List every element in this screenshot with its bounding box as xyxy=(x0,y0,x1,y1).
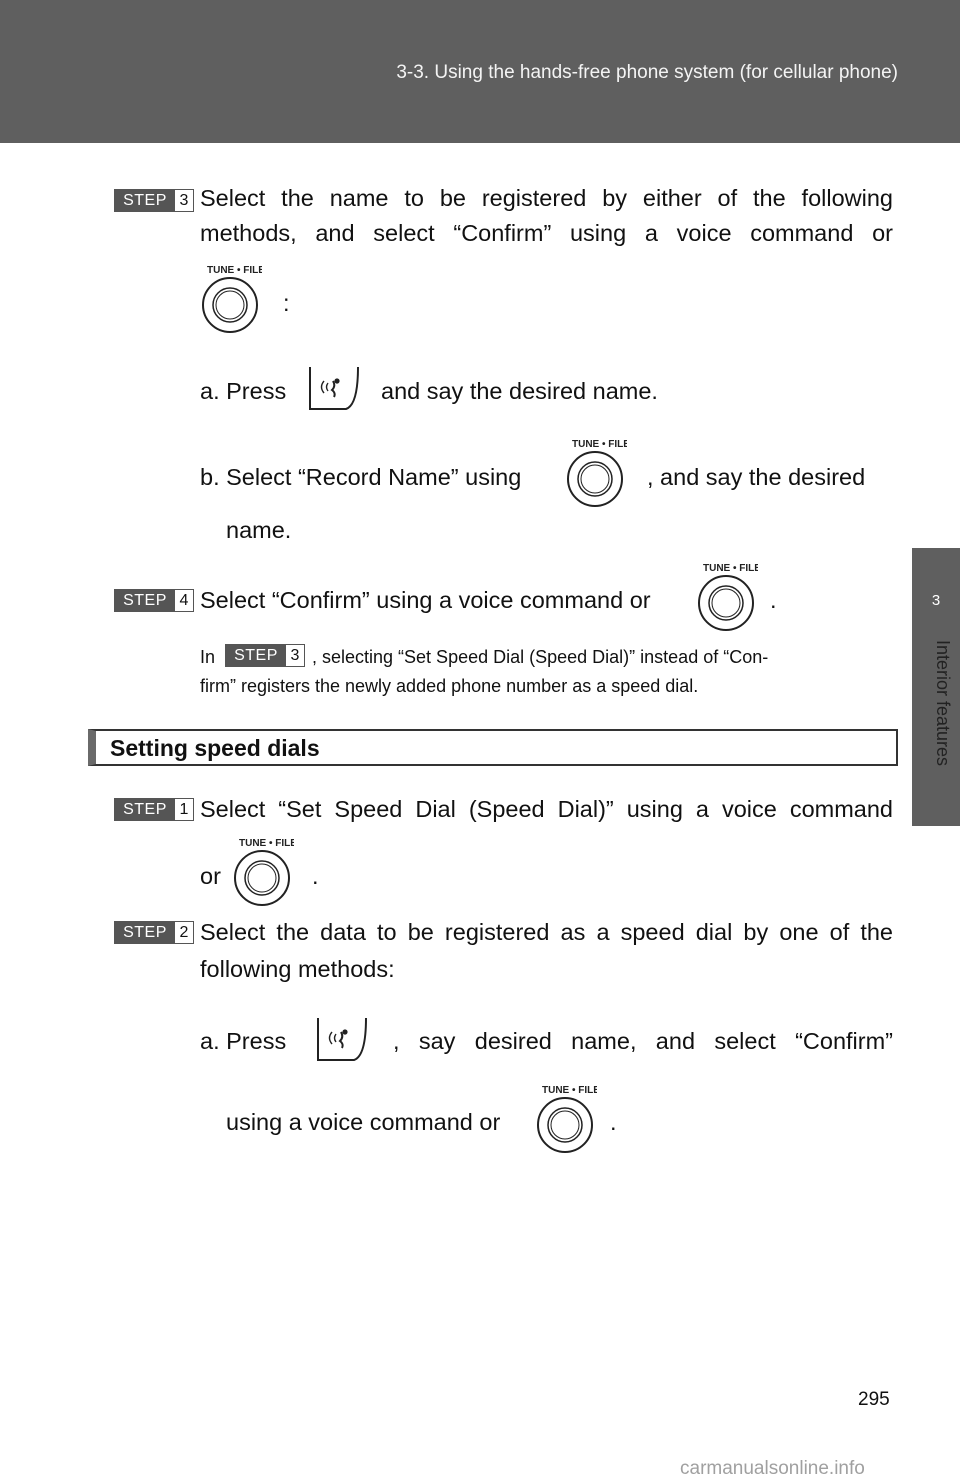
side-chapter-number: 3 xyxy=(931,592,941,609)
step-badge: STEP 2 xyxy=(114,921,194,944)
step-badge-number: 1 xyxy=(175,799,193,820)
side-chapter-tab xyxy=(912,548,960,826)
step-badge: STEP 4 xyxy=(114,589,194,612)
note-prefix: In xyxy=(200,647,216,667)
section-step1-line1: Select “Set Speed Dial (Speed Dial)” usi… xyxy=(200,796,893,822)
step-badge-label: STEP xyxy=(234,647,278,664)
option-a-prefix: a. Press xyxy=(200,378,287,404)
step-badge-number: 4 xyxy=(175,590,193,611)
page-number: 295 xyxy=(858,1389,890,1410)
step4-period: . xyxy=(770,587,777,613)
watermark-text: carmanualsonline.info xyxy=(680,1458,865,1479)
step-badge-label: STEP xyxy=(123,592,167,609)
option-b-suffix: , and say the desired xyxy=(647,464,866,490)
dial-label: TUNE • FILE xyxy=(542,1085,597,1096)
tune-file-knob-icon: TUNE • FILE xyxy=(696,561,758,633)
step-badge: STEP 3 xyxy=(114,189,194,212)
dial-label: TUNE • FILE xyxy=(703,563,758,574)
chapter-title: 3-3. Using the hands-free phone system (… xyxy=(396,62,898,83)
step3-colon: : xyxy=(283,290,290,316)
section-option-a-suffix: , say desired name, and select “Confirm” xyxy=(393,1028,893,1054)
section-step2-line2: following methods: xyxy=(200,956,395,982)
option-b-prefix: b. Select “Record Name” using xyxy=(200,464,522,490)
tune-file-knob-icon: TUNE • FILE xyxy=(200,263,262,335)
step-badge-number: 3 xyxy=(286,645,304,666)
note-line1: , selecting “Set Speed Dial (Speed Dial)… xyxy=(312,647,769,667)
dial-label: TUNE • FILE xyxy=(239,838,294,849)
page-header: 3-3. Using the hands-free phone system (… xyxy=(0,0,960,143)
tune-file-knob-icon: TUNE • FILE xyxy=(232,836,294,908)
step-badge-label: STEP xyxy=(123,192,167,209)
step-badge-label: STEP xyxy=(123,801,167,818)
talk-switch-icon xyxy=(306,365,362,415)
talk-switch-icon xyxy=(314,1016,370,1066)
step4-text: Select “Confirm” using a voice command o… xyxy=(200,587,651,613)
tune-file-knob-icon: TUNE • FILE xyxy=(535,1083,597,1155)
section-heading: Setting speed dials xyxy=(88,729,898,766)
tune-file-knob-icon: TUNE • FILE xyxy=(565,437,627,509)
step-badge: STEP 3 xyxy=(225,644,305,667)
step3-text-line1: Select the name to be registered by eith… xyxy=(200,185,893,211)
step-badge-number: 3 xyxy=(175,190,193,211)
side-chapter-label: Interior features xyxy=(933,640,953,767)
step-badge-label: STEP xyxy=(123,924,167,941)
dial-label: TUNE • FILE xyxy=(207,265,262,276)
section-step2-line1: Select the data to be registered as a sp… xyxy=(200,919,893,945)
note-line2: firm” registers the newly added phone nu… xyxy=(200,676,699,696)
section-title: Setting speed dials xyxy=(110,735,320,761)
section-option-a-line2: using a voice command or xyxy=(226,1109,501,1135)
section-option-a-period: . xyxy=(610,1109,617,1135)
dial-label: TUNE • FILE xyxy=(572,439,627,450)
section-option-a-prefix: a. Press xyxy=(200,1028,287,1054)
step-badge-number: 2 xyxy=(175,922,193,943)
option-b-line2: name. xyxy=(226,517,292,543)
section-step1-or: or xyxy=(200,863,221,889)
step-badge: STEP 1 xyxy=(114,798,194,821)
section-step1-period: . xyxy=(312,863,319,889)
option-a-suffix: and say the desired name. xyxy=(381,378,658,404)
step3-text-line2: methods, and select “Confirm” using a vo… xyxy=(200,220,893,246)
